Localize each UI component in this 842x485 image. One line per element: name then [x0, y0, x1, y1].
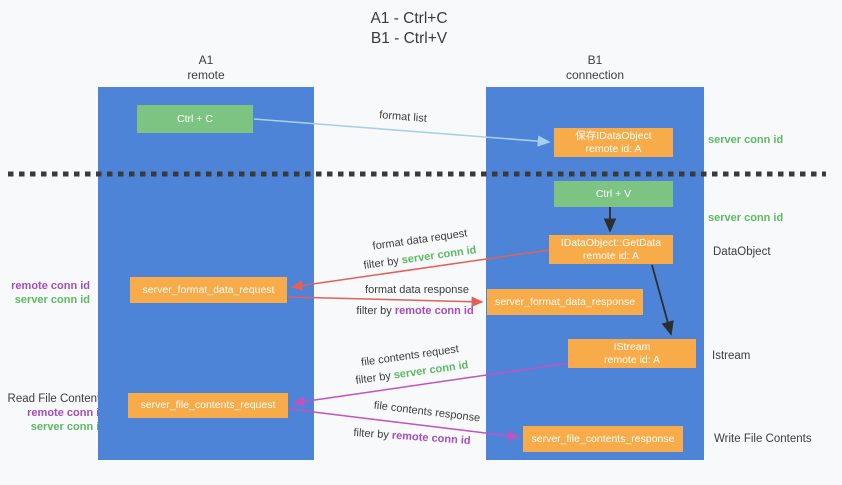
title-line-a1: A1 - Ctrl+C	[370, 10, 448, 27]
istream-line2: remote id: A	[603, 353, 661, 366]
save-idataobject-line1: 保存IDataObject	[575, 129, 652, 142]
server-format-data-response-node: server_format_data_response	[487, 289, 643, 315]
arrow-file-contents-response	[288, 408, 520, 441]
server-conn-id-annotation-upper: server conn id	[14, 293, 90, 306]
lane-b1-name: B1	[587, 53, 603, 67]
remote-conn-id-annotation-upper: remote conn id	[11, 280, 90, 292]
remote-conn-id-annotation-lower: remote conn id	[27, 407, 106, 419]
server-file-contents-response-node: server_file_contents_response	[523, 426, 683, 452]
save-idataobject-node: 保存IDataObject remote id: A	[554, 128, 673, 157]
lane-b1-header: B1 connection	[525, 53, 665, 83]
lane-a1-name: A1	[198, 53, 214, 67]
ctrl-c-node: Ctrl + C	[137, 105, 253, 133]
getdata-line1: IDataObject::GetData	[560, 236, 662, 249]
remote-conn-id-text: remote conn id	[394, 305, 474, 317]
dataobject-annotation: DataObject	[713, 246, 771, 258]
server-conn-id-annotation-lower: server conn id	[30, 421, 106, 433]
server-format-data-request-node: server_format_data_request	[130, 277, 287, 303]
arrow-format-data-request	[290, 249, 550, 291]
left-conn-id-block-upper: remote conn id server conn id	[0, 280, 90, 307]
server-format-data-response-label: server_format_data_response	[494, 295, 636, 308]
istream-node: IStream remote id: A	[568, 339, 696, 368]
diagram-title: A1 - Ctrl+C B1 - Ctrl+V	[309, 9, 509, 49]
getdata-line2: remote id: A	[582, 249, 640, 262]
lane-a1-header: A1 remote	[136, 53, 276, 83]
format-data-response-label: format data response	[365, 284, 469, 296]
server-conn-id-annotation-top: server conn id	[708, 134, 784, 146]
lane-b1-subtitle: connection	[565, 68, 625, 82]
filter-by-text: filter by	[356, 305, 395, 317]
server-file-contents-request-node: server_file_contents_request	[128, 393, 288, 418]
save-idataobject-line2: remote id: A	[585, 142, 642, 155]
istream-annotation: Istream	[712, 350, 751, 362]
arrow-getdata-to-istream	[651, 264, 674, 336]
istream-line1: IStream	[613, 340, 651, 353]
left-conn-id-block-lower: Read File Contents remote conn id server…	[0, 392, 106, 434]
ctrl-v-node: Ctrl + V	[554, 181, 673, 207]
filter-by-remote-conn-id-label-1: filter by remote conn id	[356, 305, 473, 317]
idataobject-getdata-node: IDataObject::GetData remote id: A	[549, 235, 673, 264]
server-conn-id-annotation-mid: server conn id	[708, 212, 784, 224]
server-file-contents-request-label: server_file_contents_request	[140, 399, 276, 411]
ctrl-c-label: Ctrl + C	[177, 112, 213, 125]
arrow-file-contents-request	[292, 362, 570, 407]
arrow-format-list	[253, 118, 551, 147]
write-file-contents-annotation: Write File Contents	[714, 433, 812, 445]
title-line-b1: B1 - Ctrl+V	[370, 30, 448, 47]
server-file-contents-response-label: server_file_contents_response	[531, 432, 675, 445]
arrow-format-data-response	[287, 296, 484, 307]
lane-a1-subtitle: remote	[187, 68, 225, 82]
ctrl-v-label: Ctrl + V	[595, 187, 632, 200]
server-format-data-request-label: server_format_data_request	[142, 283, 275, 296]
read-file-contents-annotation: Read File Contents	[7, 393, 106, 405]
